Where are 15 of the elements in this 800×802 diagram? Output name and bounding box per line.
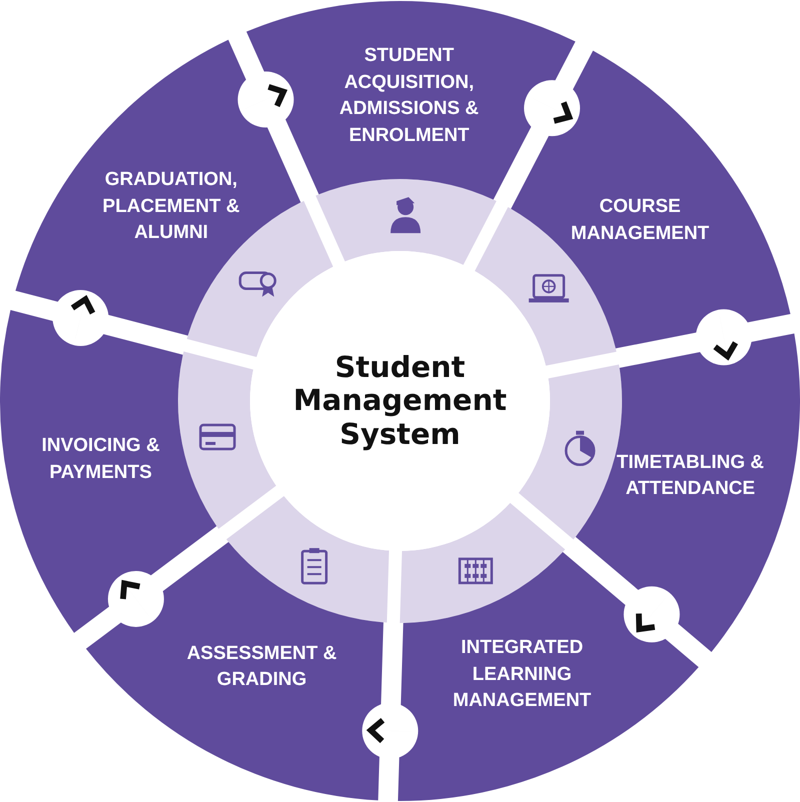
- segment: [86, 542, 384, 800]
- segment-label: COURSE MANAGEMENT: [570, 195, 710, 246]
- segment-label: GRADUATION, PLACEMENT & ALUMNI: [102, 168, 241, 246]
- segment: [510, 50, 790, 348]
- segment-label: INVOICING & PAYMENTS: [40, 434, 161, 485]
- segment: [15, 40, 301, 336]
- segment: [0, 310, 217, 633]
- segment-label: STUDENT ACQUISITION, ADMISSIONS & ENROLMENT: [338, 44, 480, 148]
- segment-label: TIMETABLING & ATTENDANCE: [616, 450, 766, 502]
- segment: [398, 552, 699, 801]
- center-circle: [250, 251, 550, 551]
- center-title: Student Management System: [292, 350, 508, 452]
- segment-label: ASSESSMENT & GRADING: [186, 642, 338, 692]
- segment: [246, 1, 576, 200]
- segment-label: INTEGRATED LEARNING MANAGEMENT: [452, 636, 592, 714]
